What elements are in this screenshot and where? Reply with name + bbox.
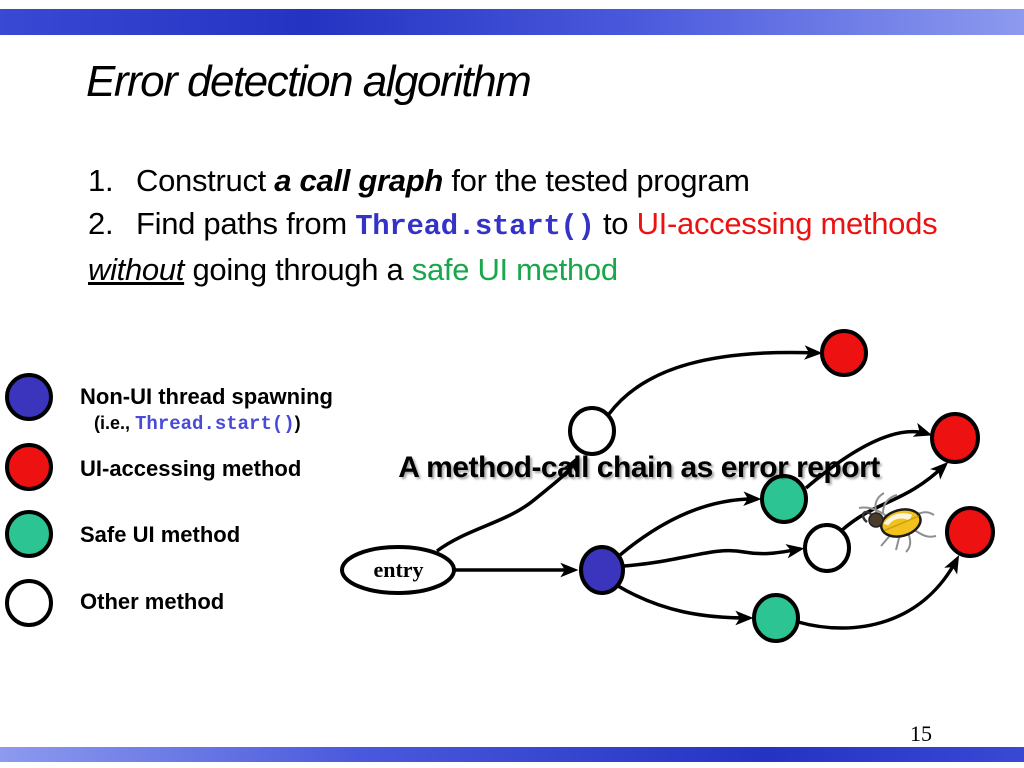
legend-label-other: Other method — [80, 589, 225, 614]
top-accent-bar — [0, 9, 1024, 35]
node-red-2 — [930, 412, 980, 464]
bug-icon — [858, 492, 937, 553]
step-1: 1. Construct a call graph for the tested … — [88, 159, 978, 202]
step-2-mid: to — [602, 206, 629, 241]
step-1-lead: Construct — [136, 163, 266, 198]
step-2: 2. Find paths from Thread.start() to UI-a… — [88, 202, 978, 248]
node-red-3 — [945, 506, 995, 558]
slide-title: Error detection algorithm — [86, 57, 532, 106]
bottom-accent-bar — [0, 747, 1024, 762]
node-red-1 — [820, 329, 868, 377]
node-green-1 — [760, 474, 808, 524]
step-3-underlined: without — [88, 252, 185, 287]
legend-swatch-safe-ui — [5, 510, 53, 558]
node-green-2 — [752, 593, 800, 643]
step-1-tail: for the tested program — [451, 163, 750, 198]
step-1-emphasis: a call graph — [274, 163, 443, 198]
step-2-highlight: UI-accessing methods — [636, 206, 938, 241]
node-entry — [340, 545, 456, 595]
legend-label-ui-accessing: UI-accessing method — [80, 456, 302, 481]
edge-green-2-to-red-3 — [797, 554, 960, 630]
step-3-mid: going through a — [192, 252, 404, 287]
edge-blue-1-to-white-2 — [623, 544, 805, 568]
legend-swatch-ui-accessing — [5, 443, 53, 491]
node-white-1 — [568, 406, 616, 456]
step-2-continuation: without going through a safe UI method — [88, 248, 978, 291]
edge-blue-1-to-green-2 — [617, 584, 754, 626]
step-3-highlight: safe UI method — [411, 252, 618, 287]
page-number: 15 — [910, 721, 932, 746]
legend-label-thread-spawning: Non-UI thread spawning — [80, 384, 333, 409]
steps-list: 1. Construct a call graph for the tested … — [88, 159, 978, 291]
legend-sub-code: Thread.start() — [135, 413, 295, 435]
step-2-number: 2. — [88, 206, 114, 241]
legend-swatch-thread-spawning — [5, 373, 53, 421]
diagram-caption: A method-call chain as error report — [398, 451, 880, 484]
legend-label-safe-ui: Safe UI method — [80, 522, 241, 547]
node-blue-1 — [579, 545, 625, 595]
step-1-number: 1. — [88, 163, 114, 198]
legend-swatch-other — [5, 579, 53, 627]
edge-blue-1-to-green-1 — [618, 491, 762, 557]
node-white-2 — [803, 523, 851, 573]
edge-entry-to-white-1 — [435, 454, 580, 553]
edge-green-1-to-red-2 — [804, 422, 933, 490]
step-2-lead: Find paths from — [136, 206, 347, 241]
legend-sub-post: ) — [294, 413, 301, 433]
legend-sublabel-thread-spawning: (i.e., Thread.start()) — [94, 413, 301, 435]
legend-sub-pre: (i.e., — [94, 413, 131, 433]
entry-node-label: entry — [373, 557, 424, 582]
step-2-code: Thread.start() — [355, 210, 595, 243]
edge-white-2-to-red-2 — [839, 461, 949, 533]
edge-white-1-to-red-1 — [607, 345, 823, 416]
